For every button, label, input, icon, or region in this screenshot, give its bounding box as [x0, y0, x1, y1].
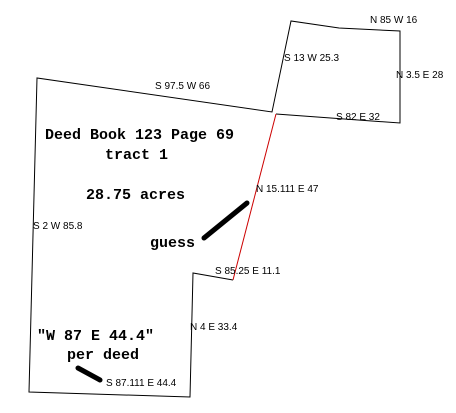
call-label-s87-111-e44-4: S 87.111 E 44.4 — [106, 378, 177, 389]
call-label-s2-w85-8: S 2 W 85.8 — [33, 221, 83, 232]
guess-annotation: guess — [150, 235, 195, 252]
per-deed-annotation: per deed — [67, 347, 139, 364]
tract-boundary — [28, 20, 401, 398]
acreage-label: 28.75 acres — [86, 187, 185, 204]
call-label-n3-5-e28: N 3.5 E 28 — [396, 70, 444, 81]
guess-pointer-mark — [201, 200, 250, 241]
call-label-s97-5-w66: S 97.5 W 66 — [155, 81, 210, 92]
call-label-s13-w25-3: S 13 W 25.3 — [284, 53, 339, 64]
call-label-s82-e32: S 82 E 32 — [336, 112, 380, 123]
call-label-n85-w16: N 85 W 16 — [370, 15, 418, 26]
tract-number-title: tract 1 — [105, 147, 168, 164]
deed-call-pointer-mark — [75, 365, 103, 383]
call-label-s85-25-e11-1: S 85.25 E 11.1 — [215, 266, 281, 277]
guessed-boundary-line — [232, 113, 277, 281]
deed-call-annotation: "W 87 E 44.4" — [37, 328, 154, 345]
call-label-n15-111-e47: N 15.111 E 47 — [256, 184, 319, 195]
deed-reference-title: Deed Book 123 Page 69 — [45, 127, 234, 144]
call-label-n4-e33-4: N 4 E 33.4 — [190, 322, 238, 333]
